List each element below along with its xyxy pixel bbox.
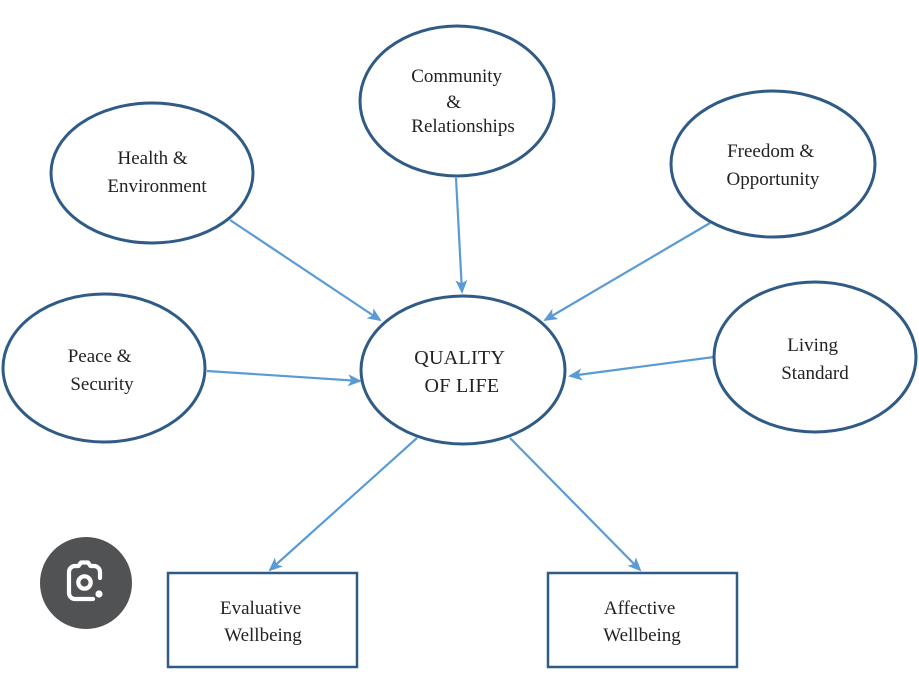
node-community-label: Community & Relationships: [411, 66, 515, 137]
node-living-label: Living Standard: [781, 335, 849, 384]
node-center-ellipse: [359, 294, 567, 446]
arrow-peace-to-center: [206, 369, 362, 387]
node-community-ellipse: [358, 24, 556, 178]
arrow-center-to-affective: [509, 437, 642, 572]
node-affective-label: Affective Wellbeing: [603, 598, 681, 646]
node-health-label: Health & Environment: [107, 148, 207, 197]
arrow-health-to-center: [229, 219, 382, 322]
node-evaluative-label: Evaluative Wellbeing: [220, 598, 306, 646]
arrow-freedom-to-center: [543, 222, 711, 322]
node-freedom-ellipse: [669, 89, 877, 239]
arrow-community-to-center: [454, 177, 468, 294]
node-living-ellipse: [712, 280, 918, 434]
node-affective-box: [546, 571, 739, 669]
node-health-ellipse: [49, 101, 255, 245]
google-lens-button[interactable]: [40, 537, 132, 629]
node-peace-label: Peace & Security: [68, 346, 137, 395]
node-freedom-label: Freedom & Opportunity: [727, 141, 820, 190]
google-lens-icon: [66, 560, 103, 602]
node-center-label: QUALITY OF LIFE: [414, 347, 510, 397]
node-peace-ellipse: [1, 292, 207, 444]
arrow-living-to-center: [568, 355, 715, 381]
arrow-center-to-evaluative: [268, 437, 418, 572]
node-evaluative-box: [166, 571, 359, 669]
